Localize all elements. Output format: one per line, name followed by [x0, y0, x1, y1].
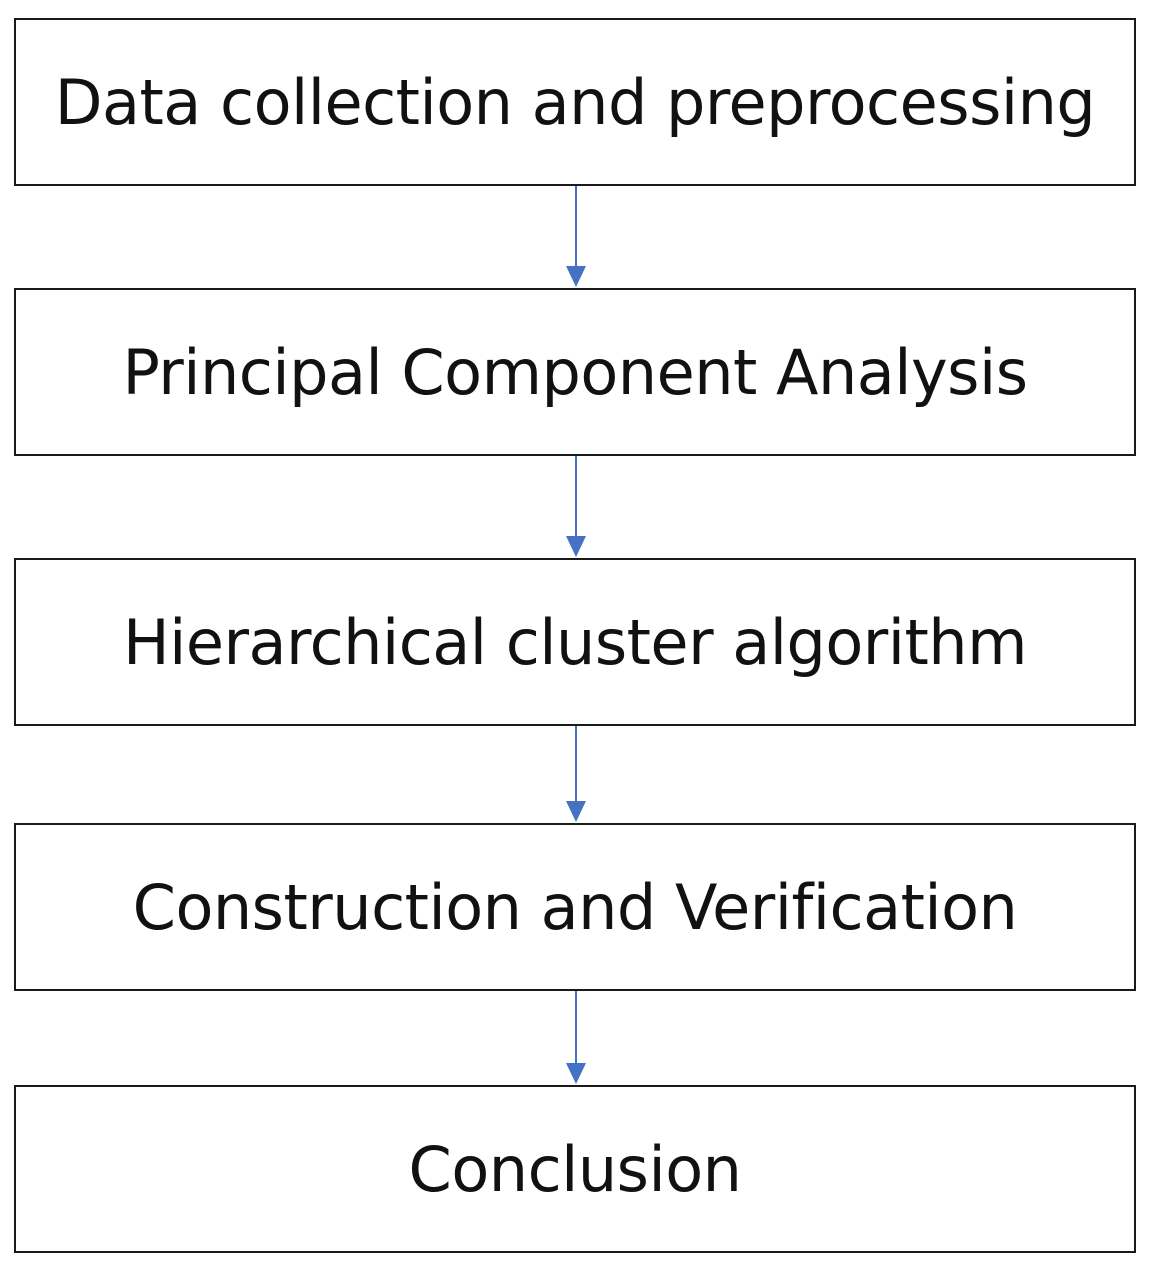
step-box-construction-verification: Construction and Verification [14, 823, 1136, 991]
step-box-hierarchical-cluster: Hierarchical cluster algorithm [14, 558, 1136, 726]
step-label: Conclusion [408, 1132, 742, 1206]
step-box-principal-component-analysis: Principal Component Analysis [14, 288, 1136, 456]
arrow-down-icon [566, 991, 586, 1084]
step-label: Principal Component Analysis [122, 335, 1028, 409]
step-label: Data collection and preprocessing [54, 65, 1096, 139]
step-box-data-collection: Data collection and preprocessing [14, 18, 1136, 186]
step-box-conclusion: Conclusion [14, 1085, 1136, 1253]
arrow-down-icon [566, 456, 586, 557]
step-label: Hierarchical cluster algorithm [122, 605, 1028, 679]
step-label: Construction and Verification [132, 870, 1018, 944]
arrow-down-icon [566, 186, 586, 287]
arrow-down-icon [566, 726, 586, 822]
